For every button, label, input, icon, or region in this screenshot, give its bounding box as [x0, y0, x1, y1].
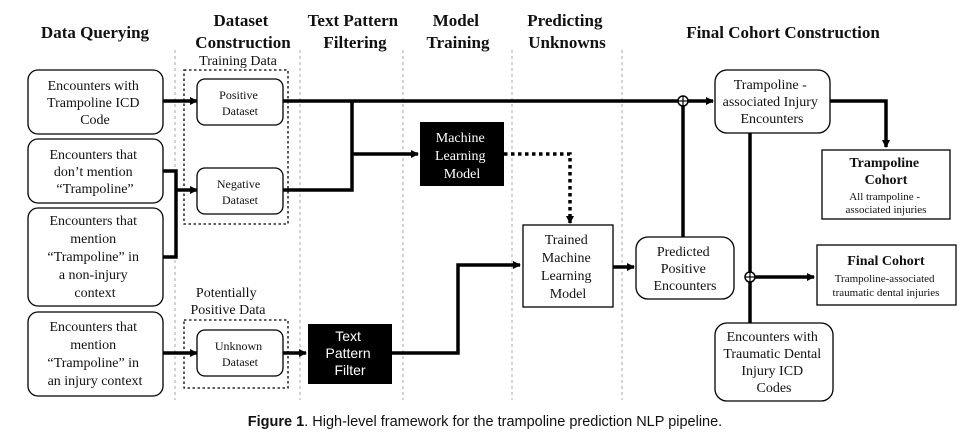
header-data-querying: Data Querying — [41, 23, 150, 42]
box-trained-model: Trained Machine Learning Model — [522, 224, 614, 308]
box-unknown-dataset: Unknown Dataset — [196, 329, 284, 377]
header-model-training: Model Training — [427, 11, 490, 52]
header-final-cohort-construction: Final Cohort Construction — [686, 23, 880, 42]
svg-text:Negative Dataset: Negative Dataset — [217, 177, 263, 207]
box-negative-dataset: Negative Dataset — [196, 167, 284, 215]
svg-text:Trained Machine Le: Trained Machine Learning Model — [541, 233, 595, 302]
svg-text:Unknown Dataset: Unknown Dataset — [215, 339, 265, 369]
potentially-positive-label: Potentially Positive Data — [190, 286, 266, 318]
svg-text:Trampoline - associated: Trampoline - associated Injury Encounter… — [723, 78, 822, 127]
svg-text:Trampoline-associated tr: Trampoline-associated traumatic dental i… — [833, 273, 940, 299]
training-dotted-arrow — [504, 152, 574, 224]
svg-text:Trampoline Cohort: Trampoline Cohort — [849, 156, 922, 188]
box-encounters-icd-code: Encounters with Trampoline ICD Code — [27, 69, 164, 135]
figure-label: Figure 1 — [247, 414, 305, 430]
svg-text:Final Cohort: Final Cohort — [847, 254, 925, 269]
svg-text:Encounters that mention: Encounters that mention “Trampoline” in … — [47, 320, 142, 389]
merge-junction-top — [677, 95, 689, 107]
box-encounters-no-mention: Encounters that don’t mention “Trampolin… — [27, 138, 164, 204]
svg-text:Text Pattern Filte: Text Pattern Filter — [325, 328, 374, 378]
figure-caption: Figure 1. High-level framework for the t… — [0, 414, 970, 430]
box-trampoline-cohort: Trampoline Cohort All trampoline - assoc… — [821, 149, 951, 220]
svg-text:Machine Learning M: Machine Learning Model — [435, 131, 489, 182]
box-encounters-injury-context: Encounters that mention “Trampoline” in … — [27, 311, 164, 397]
box-predicted-positive: Predicted Positive Encounters — [635, 236, 735, 300]
training-data-label: Training Data — [199, 54, 277, 69]
svg-text:All trampoline - associa: All trampoline - associated injuries — [846, 191, 927, 216]
training-data-group — [183, 69, 289, 225]
box-trampoline-injury-encounters: Trampoline - associated Injury Encounter… — [714, 69, 831, 134]
header-text-pattern-filtering: Text Pattern Filtering — [308, 11, 403, 52]
connectors — [163, 97, 890, 357]
box-final-cohort: Final Cohort Trampoline-associated traum… — [816, 244, 957, 306]
box-encounters-non-injury-context: Encounters that mention “Trampoline” in … — [27, 207, 164, 307]
box-machine-learning-model: Machine Learning Model — [420, 122, 504, 186]
merge-junction-bottom — [744, 271, 756, 283]
svg-text:Encounters that don’t me: Encounters that don’t mention “Trampolin… — [50, 148, 141, 197]
svg-text:Predicted Positive: Predicted Positive Encounters — [654, 245, 717, 294]
figure-caption-text: . High-level framework for the trampolin… — [304, 414, 723, 430]
svg-text:Encounters with Traumati: Encounters with Traumatic Dental Injury … — [723, 330, 824, 396]
svg-text:Encounters with Trampoli: Encounters with Trampoline ICD Code — [47, 79, 143, 128]
svg-text:Encounters that mention: Encounters that mention “Trampoline” in … — [47, 214, 142, 301]
svg-text:Positive Dataset: Positive Dataset — [219, 88, 261, 118]
box-dental-injury-icd-codes: Encounters with Traumatic Dental Injury … — [714, 322, 834, 402]
potentially-positive-group — [183, 319, 289, 389]
box-text-pattern-filter: Text Pattern Filter — [308, 324, 392, 384]
box-positive-dataset: Positive Dataset — [196, 78, 284, 126]
header-predicting-unknowns: Predicting Unknowns — [527, 11, 606, 52]
header-dataset-construction: Dataset Construction — [195, 11, 291, 52]
